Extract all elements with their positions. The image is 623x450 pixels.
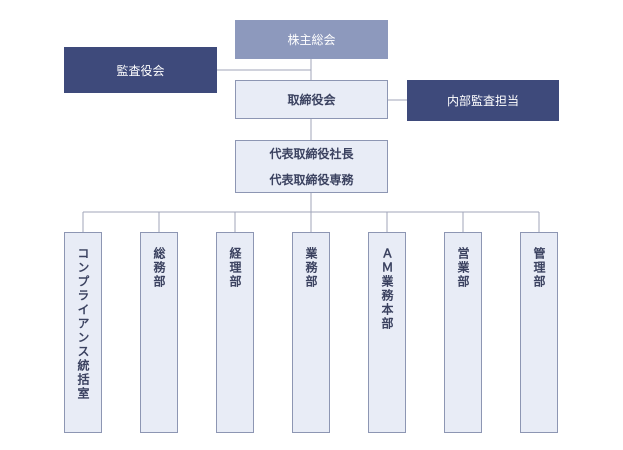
dept-operations: 業務部 — [292, 232, 330, 433]
president-label: 代表取締役社長 — [269, 147, 354, 161]
dept-operations-label: 業務部 — [304, 247, 318, 289]
representative-directors-box: 代表取締役社長 代表取締役専務 — [235, 140, 388, 193]
dept-sales-label: 営業部 — [456, 247, 470, 289]
dept-am-operations-label: ＡＭ業務本部 — [380, 247, 394, 331]
board-of-directors-box: 取締役会 — [235, 80, 388, 119]
dept-management: 管理部 — [520, 232, 558, 433]
dept-management-label: 管理部 — [532, 247, 546, 289]
shareholders-meeting-box: 株主総会 — [235, 20, 388, 59]
audit-board-label: 監査役会 — [116, 63, 165, 78]
senior-director-label: 代表取締役専務 — [269, 173, 354, 187]
dept-compliance-label: コンプライアンス統括室 — [76, 247, 90, 401]
audit-board-box: 監査役会 — [64, 47, 217, 93]
dept-compliance: コンプライアンス統括室 — [64, 232, 102, 433]
dept-general-affairs: 総務部 — [140, 232, 178, 433]
internal-audit-box: 内部監査担当 — [407, 80, 559, 121]
dept-accounting: 経理部 — [216, 232, 254, 433]
internal-audit-label: 内部監査担当 — [446, 94, 519, 108]
dept-am-operations: ＡＭ業務本部 — [368, 232, 406, 433]
board-of-directors-label: 取締役会 — [287, 93, 336, 107]
dept-general-affairs-label: 総務部 — [152, 247, 166, 289]
shareholders-meeting-label: 株主総会 — [287, 33, 336, 47]
dept-accounting-label: 経理部 — [228, 247, 242, 289]
dept-sales: 営業部 — [444, 232, 482, 433]
